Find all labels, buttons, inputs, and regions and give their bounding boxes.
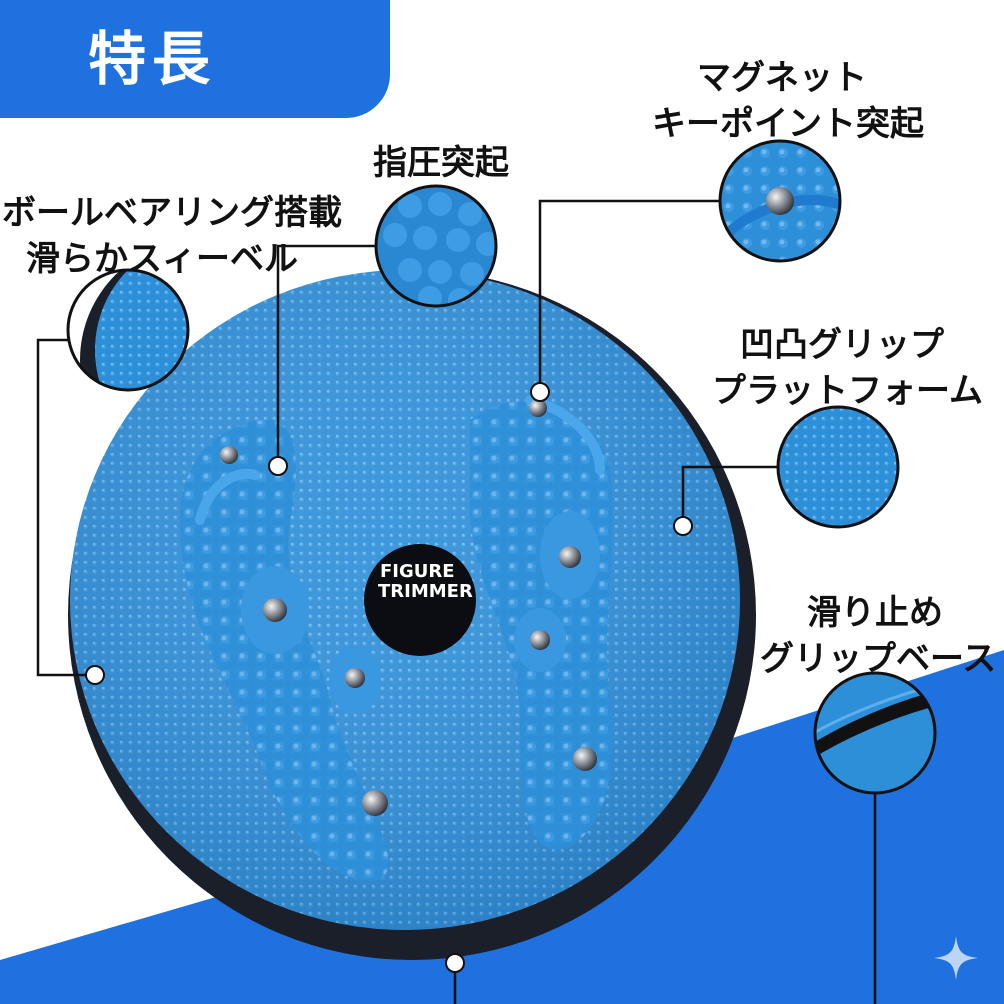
feature-bearing-line1: ボールベアリング搭載 (2, 193, 342, 233)
zoom-magnet (718, 139, 842, 263)
logo-line1: FIGURE (380, 561, 455, 582)
logo-line2: TRIMMER (378, 581, 473, 602)
feature-nonslip-label: 滑り止め グリップベース (760, 590, 997, 682)
feature-shiatsu-label: 指圧突起 (373, 140, 509, 186)
sparkle-icon (934, 936, 978, 980)
feature-nonslip-line2: グリップベース (760, 639, 997, 679)
zoom-shiatsu (374, 184, 498, 308)
zoom-grip (776, 405, 900, 529)
zoom-base (813, 671, 937, 795)
feature-nonslip-line1: 滑り止め (807, 593, 943, 633)
feature-magnet-label: マグネット キーポイント突起 (652, 55, 924, 147)
product-logo: FIGURE TRIMMER (368, 561, 473, 602)
logo-disc (364, 544, 476, 656)
magnet-balls (220, 399, 597, 816)
callout-lines (36, 199, 877, 1004)
feature-shiatsu-line1: 指圧突起 (373, 143, 509, 183)
feature-grip-label: 凹凸グリップ プラットフォーム (712, 322, 983, 414)
header-tab (0, 0, 390, 118)
feature-magnet-line1: マグネット (697, 58, 867, 98)
feature-grip-line2: プラットフォーム (712, 371, 983, 411)
callout-dots (85, 382, 693, 973)
zoom-bearing (66, 268, 190, 392)
feature-magnet-line2: キーポイント突起 (652, 104, 924, 144)
feature-grip-line1: 凹凸グリップ (740, 325, 944, 365)
feature-bearing-label: ボールベアリング搭載 滑らかスィーベル (2, 190, 342, 282)
feature-bearing-line2: 滑らかスィーベル (26, 239, 298, 279)
page-title: 特長 (88, 25, 217, 93)
